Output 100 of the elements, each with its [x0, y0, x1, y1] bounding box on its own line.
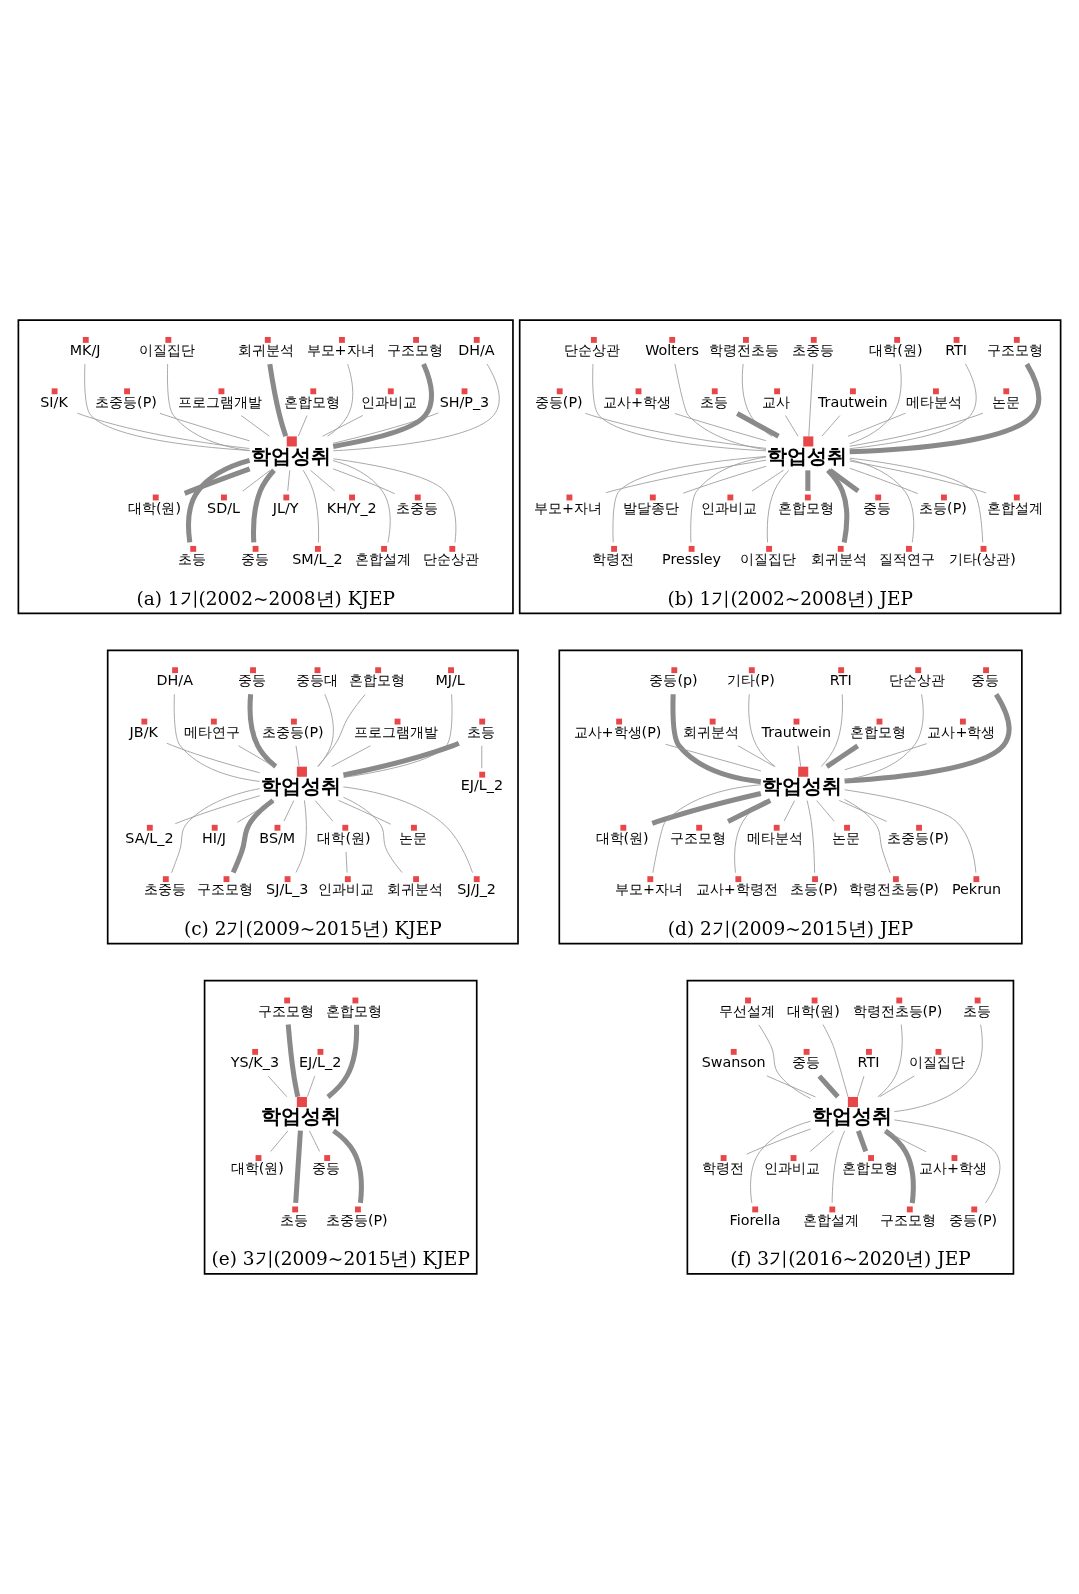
node-label: Pekrun	[951, 881, 1002, 898]
node-box	[766, 545, 773, 552]
node-box	[688, 545, 695, 552]
connector	[894, 1119, 1001, 1204]
connector	[651, 790, 762, 826]
connector	[849, 467, 919, 495]
node-box	[381, 545, 387, 552]
connector	[166, 742, 261, 774]
connector	[338, 800, 392, 825]
connector	[831, 1130, 845, 1204]
node-label: Wolters	[645, 342, 700, 359]
node-label: SJ/J_2	[457, 881, 496, 898]
node-label: 중등	[971, 672, 1000, 689]
node-label: 대학(원)	[317, 830, 371, 846]
node-box	[473, 336, 480, 343]
node-box	[413, 336, 419, 343]
node-label: 단순상관	[564, 342, 621, 359]
node-box	[375, 667, 382, 674]
node-label: 학업성취	[261, 773, 342, 798]
node-box	[146, 824, 153, 831]
connector	[183, 466, 251, 496]
node-label: SD/L	[207, 499, 241, 516]
connector	[670, 694, 762, 785]
node-label: 초중등	[143, 881, 186, 898]
node-box	[165, 336, 172, 343]
node-label: 단순상관	[422, 551, 479, 568]
node-label: 혼합설계	[354, 551, 411, 568]
node-box	[556, 388, 563, 395]
connector	[849, 460, 987, 494]
connector	[844, 789, 977, 874]
node-label: MJ/L	[435, 672, 465, 689]
node-box	[349, 494, 355, 501]
node-box	[324, 1155, 331, 1161]
node-label: Swanson	[701, 1054, 766, 1071]
node-box	[284, 997, 291, 1004]
connector	[297, 415, 308, 437]
node-label: SM/L_2	[292, 551, 343, 568]
node-box	[252, 545, 259, 552]
node-box	[727, 494, 734, 501]
connector	[849, 363, 977, 450]
node-box	[310, 388, 317, 395]
node-box	[221, 494, 227, 501]
connector	[857, 1075, 865, 1098]
node-box	[352, 997, 359, 1004]
node-label: 중등	[312, 1160, 341, 1177]
connector	[287, 469, 291, 492]
node-box	[620, 824, 627, 831]
connector	[293, 1130, 303, 1203]
connector	[159, 412, 250, 442]
node-label: 논문	[399, 830, 428, 846]
node-box	[82, 336, 89, 343]
node-label: 학업성취	[250, 443, 331, 468]
node-label: 교사	[762, 393, 791, 410]
connector	[838, 800, 888, 822]
connector	[332, 458, 457, 543]
connector	[797, 745, 802, 767]
node-box	[448, 667, 454, 674]
connector	[332, 1128, 364, 1204]
node-label: EJ/L_2	[298, 1054, 342, 1071]
node-box	[172, 667, 179, 674]
node-label: 구조모형	[880, 1211, 937, 1228]
connector	[766, 470, 790, 543]
connector	[828, 468, 860, 494]
node-label: 혼합모형	[283, 393, 340, 410]
connector	[332, 412, 439, 444]
connector	[736, 411, 780, 439]
node-label: 회귀분석	[811, 551, 868, 568]
connector	[238, 745, 275, 767]
node-label: 구조모형	[987, 342, 1044, 359]
connector	[332, 468, 396, 495]
node-label: 교사+학생	[919, 1160, 988, 1177]
connector	[314, 800, 334, 822]
node-label: 혼합모형	[841, 1160, 898, 1177]
node-box	[274, 824, 281, 831]
connector	[343, 796, 403, 873]
node-box	[804, 494, 811, 501]
node-label: 프로그램개발	[353, 723, 438, 740]
connector	[295, 799, 307, 873]
connector	[822, 1024, 849, 1098]
connector	[171, 788, 261, 874]
node-label: SA/L_2	[125, 830, 174, 846]
connector	[806, 800, 815, 874]
connector	[844, 743, 927, 771]
node-label: 초중등	[395, 499, 438, 516]
node-box	[250, 667, 256, 674]
connector	[247, 694, 278, 769]
connector	[884, 1130, 927, 1153]
connector	[856, 1130, 869, 1153]
connector	[783, 800, 795, 822]
node-box	[461, 388, 468, 395]
connector	[322, 415, 364, 437]
node-box	[838, 667, 845, 674]
node-label: 중등	[863, 499, 892, 516]
node-box	[812, 876, 818, 883]
node-box	[317, 1048, 324, 1055]
node-label: EJ/L_2	[460, 776, 504, 793]
node-label: 회귀분석	[683, 723, 740, 740]
connector	[809, 1130, 835, 1152]
node-box	[290, 718, 297, 725]
connector	[342, 786, 473, 874]
